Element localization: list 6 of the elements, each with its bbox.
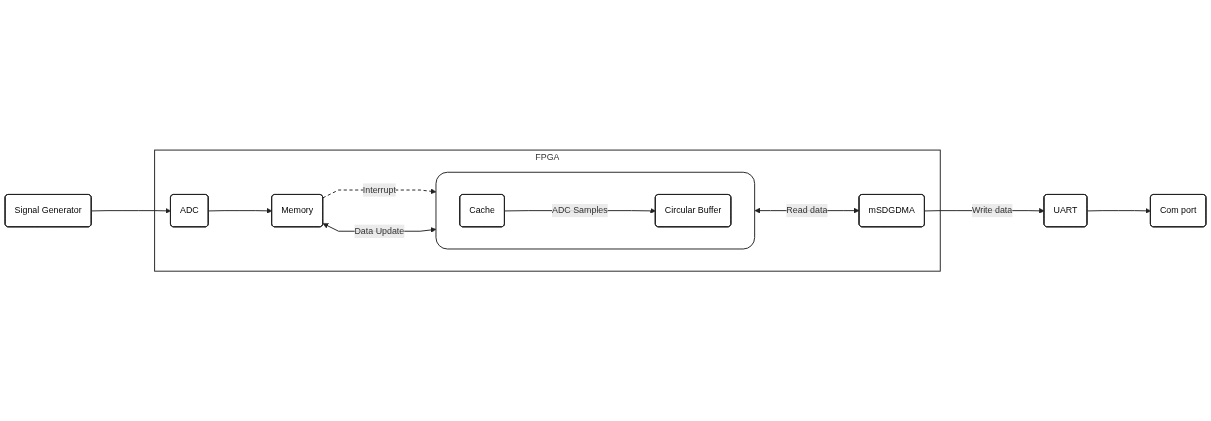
edge-label: Write data <box>971 205 1013 216</box>
cluster <box>435 171 756 250</box>
edge-label: Interrupt <box>362 184 396 195</box>
edge-label: ADC Samples <box>551 205 608 216</box>
edge-label: Read data <box>786 205 828 216</box>
edge-label: Data Update <box>354 225 405 236</box>
